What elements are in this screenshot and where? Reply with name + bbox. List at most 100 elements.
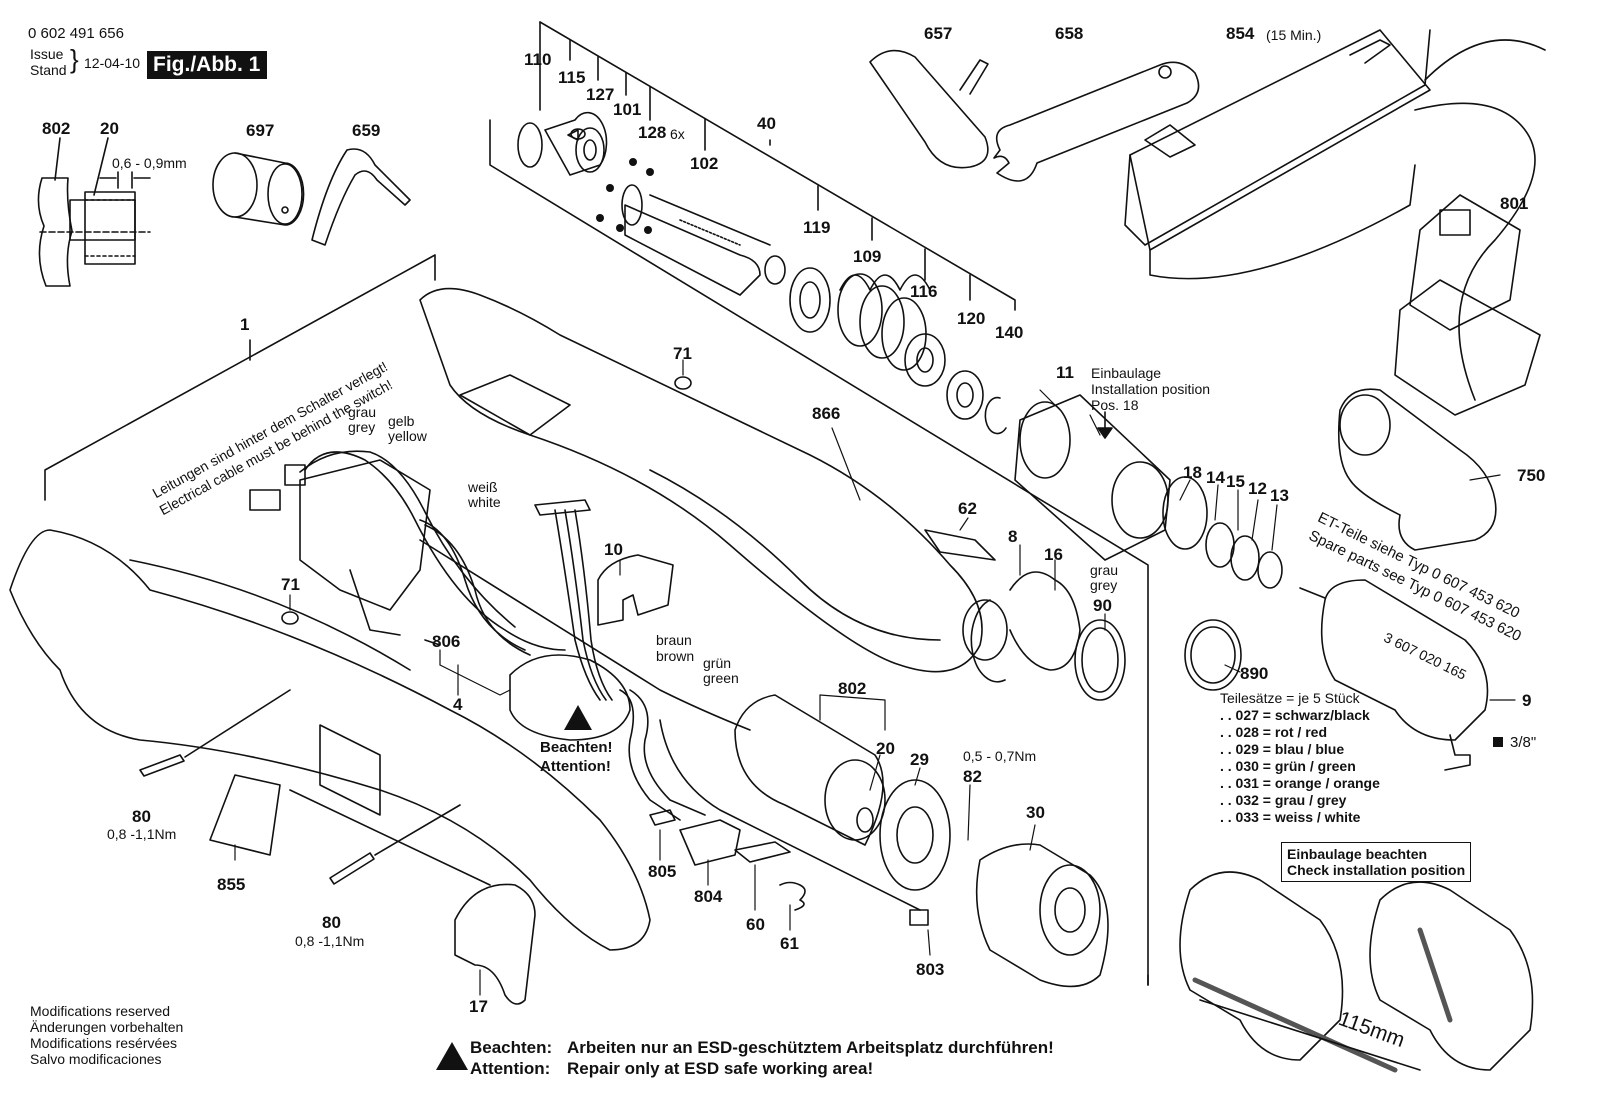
label-657: 657 (924, 24, 953, 43)
handle-housing (9, 529, 651, 951)
motor-housing-866 (419, 287, 1008, 673)
install-box-de: Einbaulage beachten (1287, 846, 1428, 862)
wire-grau: grau (348, 404, 377, 420)
gear-stack-11 (1014, 394, 1283, 589)
mods-line: Änderungen vorbehalten (30, 1018, 184, 1035)
warning-triangle-icon (564, 705, 592, 730)
angle-head-9 (1299, 579, 1489, 771)
footer-warning-icon (436, 1042, 468, 1070)
mods-line: Modifications reserved (30, 1003, 171, 1019)
label-71-lower: 71 (281, 575, 300, 594)
wire-white: white (468, 494, 501, 510)
ring-grey: grey (1090, 577, 1118, 593)
small-electrical-parts (649, 809, 929, 926)
shell-17 (454, 883, 536, 1005)
charger-854 (1124, 29, 1546, 401)
motor-802 (734, 694, 886, 846)
ring-parts (970, 571, 1242, 701)
label-804: 804 (694, 887, 723, 906)
label-128-qty: 6x (670, 126, 685, 142)
kit-item: . . 031 = orange / orange (1220, 775, 1380, 791)
label-802-top: 802 (42, 119, 71, 138)
wiring-harness (299, 450, 921, 911)
label-30: 30 (1026, 803, 1045, 822)
label-120: 120 (957, 309, 986, 328)
label-854: 854 (1226, 24, 1255, 43)
screws-80 (139, 689, 461, 885)
mods-line: Salvo modificaciones (30, 1050, 162, 1067)
kit-item: . . 032 = grau / grey (1220, 792, 1347, 808)
board-4 (509, 499, 631, 741)
label-14: 14 (1206, 468, 1225, 487)
tool-657-658 (869, 49, 1200, 182)
chuck-parts (517, 111, 786, 296)
label-119: 119 (803, 218, 831, 237)
small-parts-62-10 (597, 529, 996, 626)
label-109: 109 (853, 247, 882, 266)
wire-weiss: weiß (468, 479, 498, 495)
modifications-notice: Modifications reserved Änderungen vorbeh… (30, 1003, 184, 1068)
torque-82: 0,5 - 0,7Nm (963, 748, 1037, 764)
esd-attention-key: Attention: (470, 1058, 551, 1078)
install-en: Installation position (1091, 381, 1211, 397)
kit-item: . . 029 = blau / blue (1220, 741, 1345, 757)
label-15: 15 (1226, 472, 1245, 491)
beachten-note: Beachten! (540, 739, 613, 756)
label-102: 102 (690, 154, 719, 173)
label-697: 697 (246, 121, 275, 140)
clip-659 (311, 148, 411, 246)
spring-stack (789, 267, 1007, 435)
label-110: 110 (524, 50, 552, 69)
label-10: 10 (604, 540, 623, 559)
label-18: 18 (1183, 463, 1202, 482)
esd-beachten-key: Beachten: (470, 1038, 553, 1057)
cap-697 (212, 152, 305, 226)
label-115: 115 (558, 68, 586, 87)
label-803: 803 (916, 960, 945, 979)
label-127: 127 (586, 85, 615, 104)
flange-29-gearbox-30 (879, 779, 1109, 988)
label-17: 17 (469, 997, 488, 1016)
install-de: Einbaulage (1091, 365, 1162, 381)
label-140: 140 (995, 323, 1024, 342)
kit-title: Teilesätze = je 5 Stück (1220, 690, 1360, 706)
label-854-note: (15 Min.) (1266, 27, 1322, 43)
leader-lines (234, 359, 1516, 996)
label-9: 9 (1522, 691, 1532, 710)
ring-grau: grau (1090, 562, 1119, 578)
square-drive-icon (1493, 737, 1503, 747)
torque-80-upper: 0,8 -1,1Nm (107, 826, 177, 842)
install-arrow (1097, 411, 1113, 439)
attention-note: Attention! (540, 758, 611, 775)
issue-label: Issue (30, 46, 64, 62)
kit-item: . . 027 = schwarz/black (1220, 707, 1370, 723)
install-box-en: Check installation position (1287, 862, 1466, 879)
label-20-motor: 20 (876, 739, 895, 758)
label-855 (209, 774, 281, 856)
wire-yellow: yellow (388, 428, 427, 444)
label-12: 12 (1248, 479, 1267, 498)
label-801: 801 (1500, 194, 1529, 213)
wire-brown: brown (656, 648, 695, 664)
kit-list: Teilesätze = je 5 Stück . . 027 = schwar… (1220, 690, 1380, 826)
wire-gruen: grün (703, 655, 732, 671)
figure-tag: Fig./Abb. 1 (147, 51, 268, 79)
label-806: 806 (432, 632, 461, 651)
label-71-upper: 71 (673, 344, 692, 363)
mods-line: Modifications resérvées (30, 1034, 178, 1051)
bearing-balls-128 (596, 158, 654, 234)
wire-grey: grey (348, 419, 376, 435)
assembly-frame (489, 119, 1149, 986)
issue-date: 12-04-10 (84, 55, 141, 71)
detail-802-20 (37, 137, 151, 287)
label-60: 60 (746, 915, 765, 934)
kit-item: . . 030 = grün / green (1220, 758, 1356, 774)
label-802-motor: 802 (838, 679, 867, 698)
bracket-part-40 (539, 21, 1016, 311)
angle-cap-750 (1337, 388, 1497, 551)
brace-glyph: } (70, 44, 79, 74)
label-40: 40 (757, 114, 776, 133)
label-855: 855 (217, 875, 246, 894)
kit-item: . . 033 = weiss / white (1220, 809, 1361, 825)
